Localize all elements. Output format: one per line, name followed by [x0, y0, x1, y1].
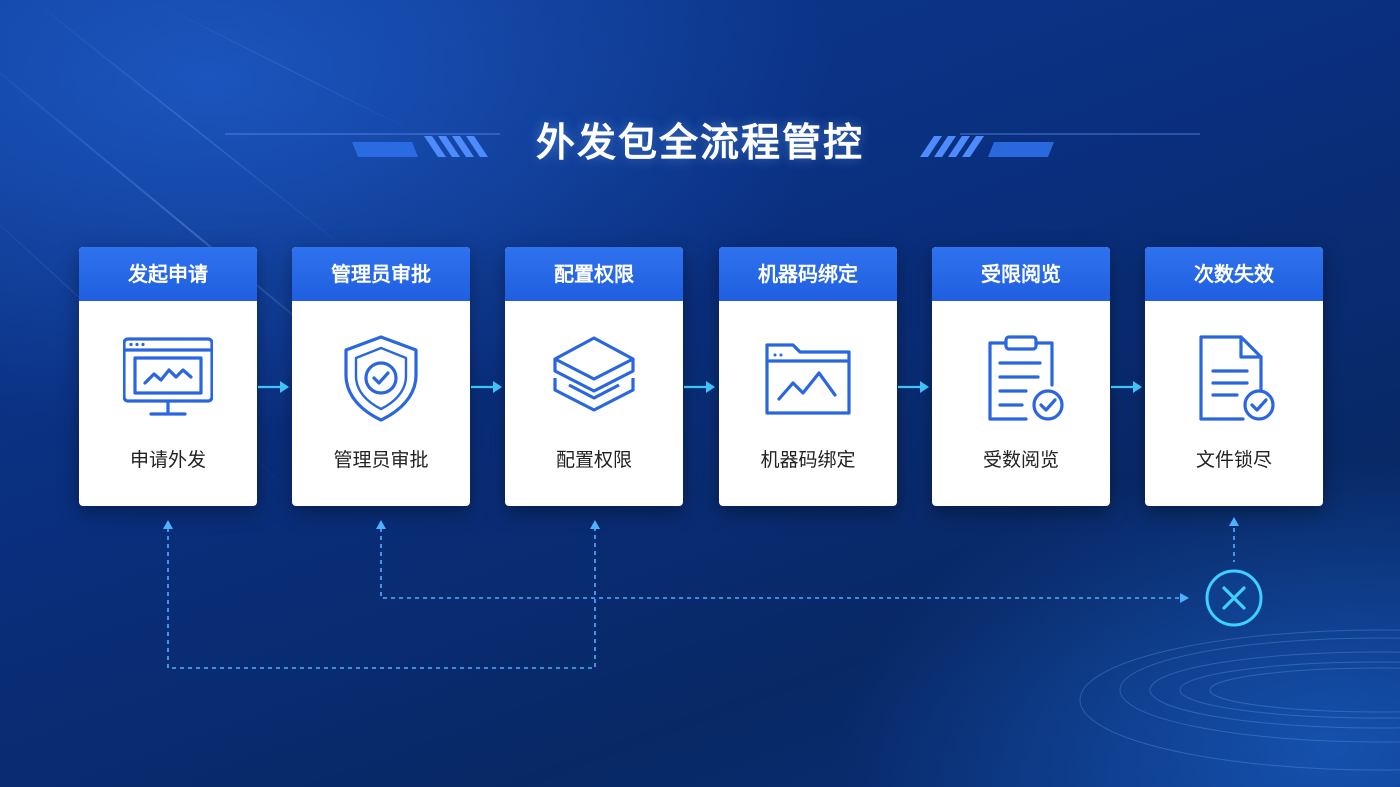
- arc-decoration: [1079, 629, 1400, 771]
- monitor-chart-icon: [123, 337, 213, 416]
- layers-icon: [553, 336, 635, 412]
- step-header: 发起申请: [79, 247, 257, 301]
- step-card-approve: 管理员审批 管理员审批: [292, 247, 470, 506]
- step-card-restricted-view: 受限阅览 受数阅览: [932, 247, 1110, 506]
- step-label: 受数阅览: [982, 449, 1059, 471]
- step-card-apply: 发起申请 申请外发: [79, 247, 257, 506]
- step-label: 配置权限: [555, 449, 632, 471]
- step-header: 管理员审批: [292, 247, 470, 301]
- page-title: 外发包全流程管控: [535, 121, 864, 166]
- step-header: 机器码绑定: [719, 247, 897, 301]
- folder-image-icon: [765, 343, 851, 415]
- shield-check-icon: [344, 335, 418, 422]
- step-header: 配置权限: [505, 247, 683, 301]
- step-label: 机器码绑定: [760, 449, 856, 471]
- step-card-permission: 配置权限 配置权限: [505, 247, 683, 506]
- step-header: 次数失效: [1145, 247, 1323, 301]
- step-label: 申请外发: [129, 449, 206, 471]
- step-card-expire: 次数失效 文件锁尽: [1145, 247, 1323, 506]
- clipboard-check-icon: [988, 335, 1064, 421]
- step-header: 受限阅览: [932, 247, 1110, 301]
- step-label: 管理员审批: [333, 449, 429, 471]
- document-check-icon: [1199, 335, 1275, 421]
- step-card-machine-bind: 机器码绑定 机器码绑定: [719, 247, 897, 506]
- title-decoration-right: [920, 133, 1200, 157]
- title-decoration-left: [225, 133, 500, 157]
- step-label: 文件锁尽: [1195, 449, 1272, 471]
